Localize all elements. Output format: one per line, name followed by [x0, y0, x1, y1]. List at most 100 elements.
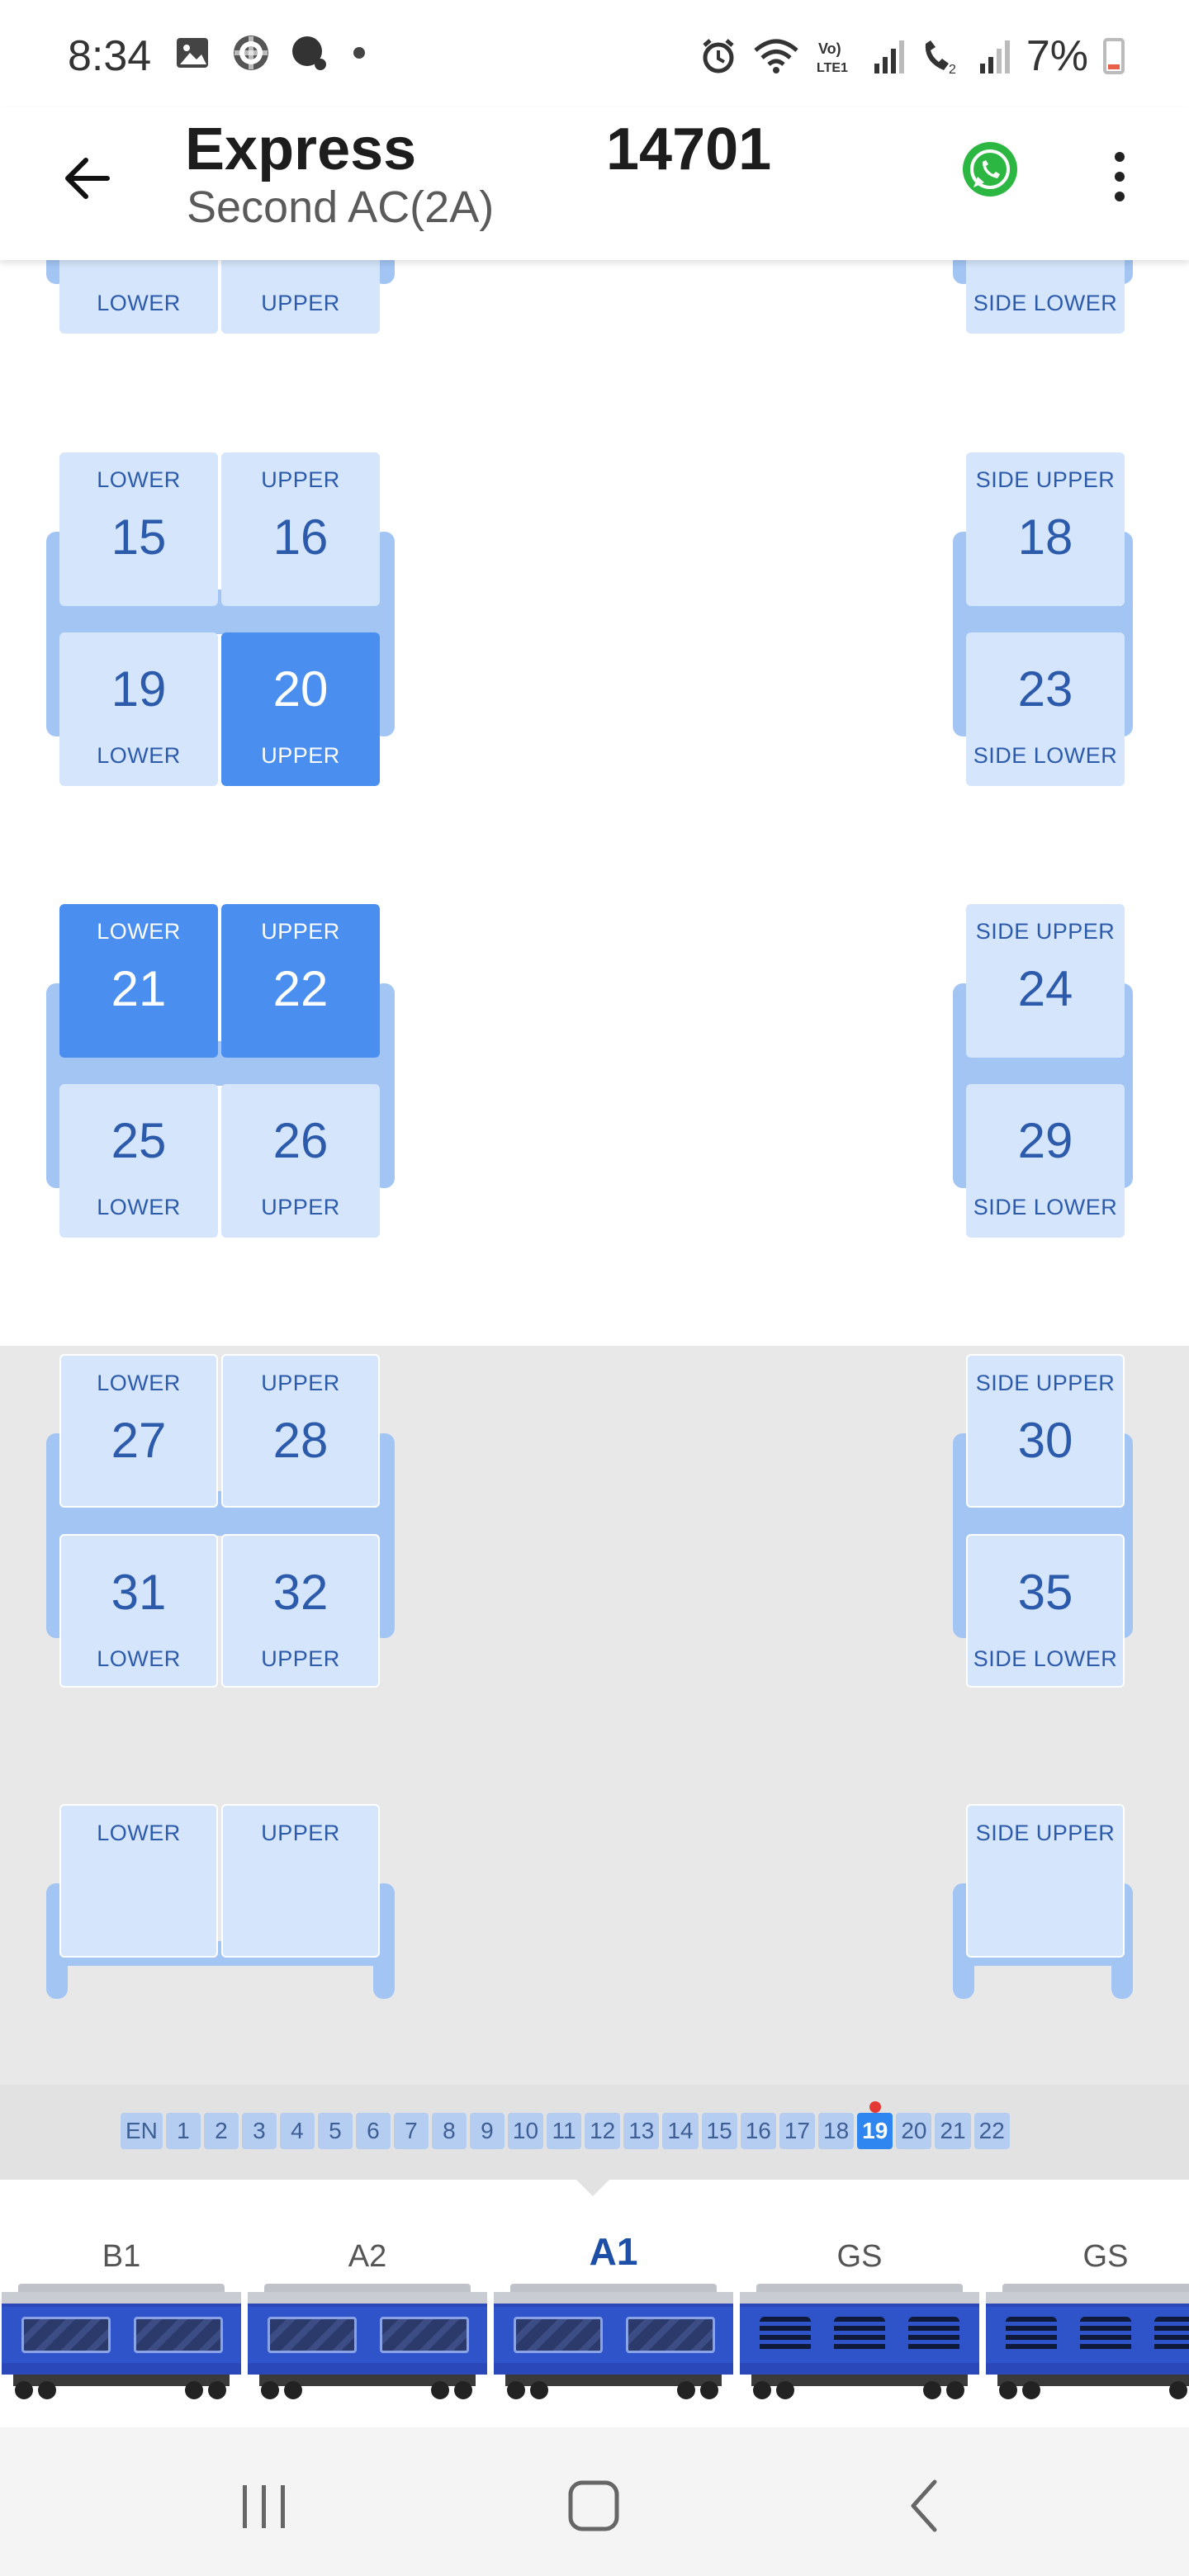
coach-position-6[interactable]: 6 [355, 2113, 391, 2149]
coach-undercarriage [505, 2375, 722, 2386]
coach-position-1[interactable]: 1 [165, 2113, 201, 2149]
seat-partial[interactable]: LOWER [59, 1804, 218, 1958]
coach-label-a2[interactable]: A2 [348, 2239, 387, 2274]
coach-wheel [1169, 2381, 1187, 2399]
coach-position-4[interactable]: 4 [279, 2113, 315, 2149]
class-label: Second AC(2A) [187, 182, 495, 232]
coach-vent [760, 2317, 811, 2353]
coach-wheel [454, 2381, 472, 2399]
coach-wheel [507, 2381, 525, 2399]
berth-type-label: UPPER [261, 291, 340, 315]
coach-wheel [753, 2381, 771, 2399]
status-time: 8:34 [68, 32, 152, 80]
coach-position-17[interactable]: 17 [779, 2113, 815, 2149]
coach-wheel [284, 2381, 302, 2399]
coach-label-gs[interactable]: GS [836, 2239, 883, 2274]
coach-roof [510, 2284, 717, 2292]
coach-position-10[interactable]: 10 [507, 2113, 544, 2149]
coach-gs-image[interactable] [740, 2284, 979, 2408]
coach-position-2[interactable]: 2 [203, 2113, 239, 2149]
coach-label-a1[interactable]: A1 [589, 2230, 638, 2273]
coach-window [626, 2317, 715, 2353]
signal-2-icon [979, 40, 1010, 73]
coach-roof-stripe [2, 2292, 241, 2304]
alarm-icon [703, 39, 734, 73]
berth-type-label: LOWER [97, 1821, 181, 1845]
coach-position-13[interactable]: 13 [623, 2113, 660, 2149]
coach-position-20[interactable]: 20 [896, 2113, 932, 2149]
back-nav-icon[interactable] [893, 2477, 959, 2535]
coach-position-EN[interactable]: EN [121, 2113, 163, 2149]
coach-position-8[interactable]: 8 [431, 2113, 467, 2149]
coach-position-12[interactable]: 12 [585, 2113, 621, 2149]
coach-position-19[interactable]: 19 [857, 2113, 893, 2149]
coach-b1-image[interactable] [2, 2284, 241, 2408]
more-options-icon[interactable] [1098, 144, 1141, 210]
seat-number: 32 [272, 1565, 329, 1620]
coach-position-7[interactable]: 7 [393, 2113, 429, 2149]
whatsapp-share-button[interactable] [963, 142, 1017, 197]
coach-a1-image[interactable] [494, 2284, 733, 2408]
wifi-icon [754, 39, 798, 73]
home-icon[interactable] [561, 2477, 628, 2535]
seat-partial[interactable]: SIDE UPPER [966, 1804, 1125, 1958]
coach-vent [1006, 2317, 1057, 2353]
seat-number: 21 [111, 961, 167, 1016]
coach-gs-image[interactable] [986, 2284, 1189, 2408]
coach-position-14[interactable]: 14 [662, 2113, 699, 2149]
seat-number: 14 [221, 260, 380, 265]
coach-vent [834, 2317, 885, 2353]
seat-map[interactable]: 9101213LOWER14UPPER17SIDE LOWER15LOWER16… [0, 260, 1189, 2085]
coach-label-b1[interactable]: B1 [102, 2239, 141, 2274]
coach-position-11[interactable]: 11 [547, 2113, 582, 2149]
coach-position-18[interactable]: 18 [818, 2113, 855, 2149]
coach-a2-image[interactable] [248, 2284, 487, 2408]
berth-type-label: UPPER [261, 1821, 340, 1845]
coach-vent [1080, 2317, 1131, 2353]
seat-number: 35 [1017, 1565, 1073, 1620]
seat-13[interactable]: 13LOWER [59, 260, 218, 334]
coach-position-16[interactable]: 16 [740, 2113, 776, 2149]
train-name: Express [185, 116, 417, 182]
seat-14[interactable]: 14UPPER [221, 260, 380, 334]
coach-position-9[interactable]: 9 [469, 2113, 504, 2149]
seat-partial[interactable]: UPPER [221, 1804, 380, 1958]
seat-number: 16 [272, 509, 329, 565]
notification-icons [173, 33, 365, 73]
coach-position-22[interactable]: 22 [973, 2113, 1010, 2149]
berth-type-label: UPPER [261, 743, 340, 768]
coach-position-3[interactable]: 3 [241, 2113, 277, 2149]
berth-frame [953, 1511, 1133, 1536]
berth-type-label: SIDE UPPER [975, 1371, 1116, 1395]
coach-position-5[interactable]: 5 [317, 2113, 353, 2149]
back-arrow-icon[interactable] [58, 149, 117, 208]
coach-position-21[interactable]: 21 [935, 2113, 971, 2149]
coach-position-15[interactable]: 15 [701, 2113, 737, 2149]
seat-number: 22 [272, 961, 329, 1016]
selected-coach-pointer [575, 2178, 611, 2196]
berth-frame [46, 1061, 395, 1086]
recent-apps-icon[interactable] [231, 2477, 297, 2535]
coach-window [134, 2317, 223, 2353]
seat-17[interactable]: 17SIDE LOWER [966, 260, 1125, 334]
coach-label-gs[interactable]: GS [1082, 2239, 1129, 2274]
berth-type-label: LOWER [97, 743, 181, 768]
